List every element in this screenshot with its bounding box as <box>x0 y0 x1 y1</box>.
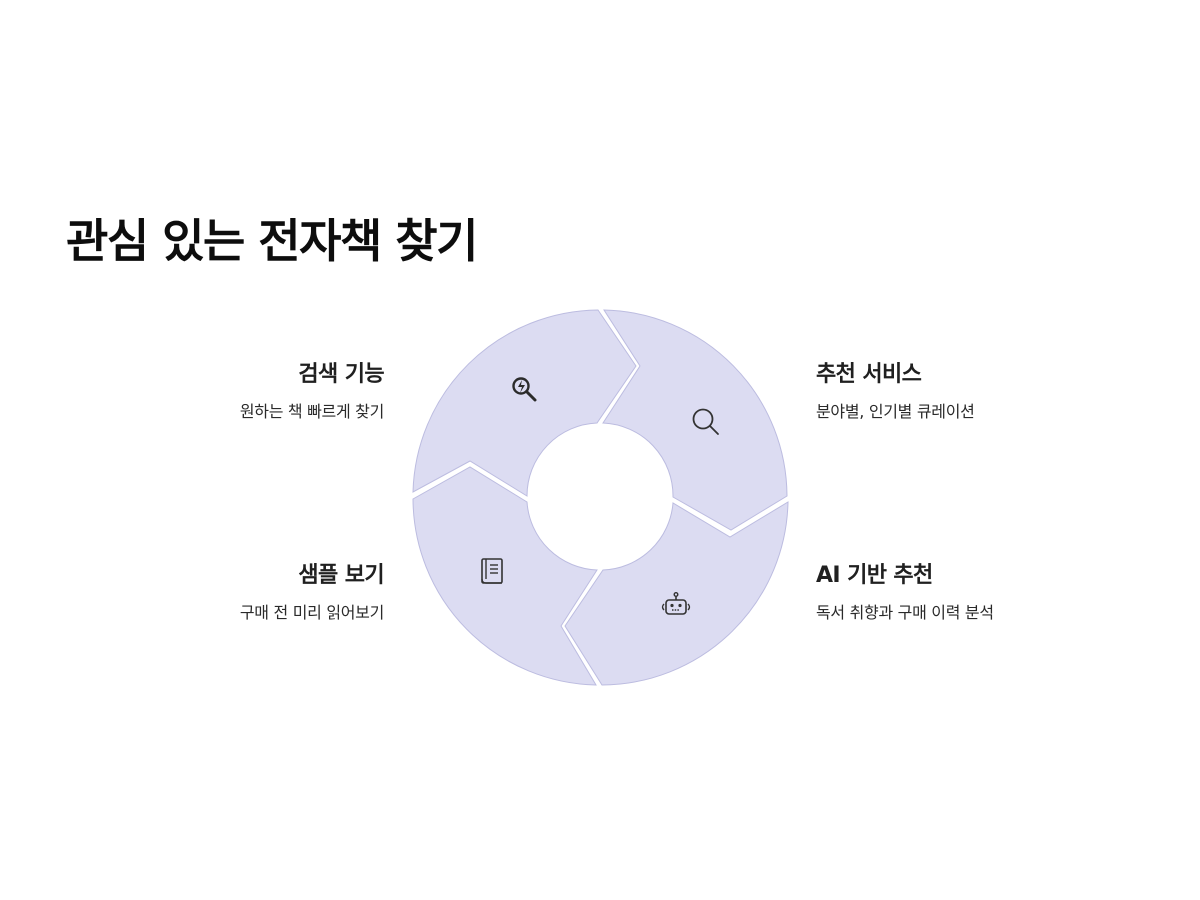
book-icon <box>481 558 503 584</box>
step-title: 추천 서비스 <box>816 362 922 387</box>
step-description: 분야별, 인기별 큐레이션 <box>816 402 975 422</box>
page-title: 관심 있는 전자책 찾기 <box>66 214 478 268</box>
step-title: 검색 기능 <box>298 362 384 387</box>
segment-recommend <box>602 309 788 531</box>
step-label-ai: AI 기반 추천 독서 취향과 구매 이력 분석 <box>816 563 1136 624</box>
step-description: 원하는 책 빠르게 찾기 <box>239 402 384 422</box>
step-description: 독서 취향과 구매 이력 분석 <box>816 603 994 623</box>
step-title: 샘플 보기 <box>298 563 384 588</box>
search-icon <box>692 408 719 435</box>
step-title: AI 기반 추천 <box>816 563 933 588</box>
segment-sample <box>412 466 598 686</box>
step-label-sample: 샘플 보기 구매 전 미리 읽어보기 <box>64 563 385 624</box>
segment-ai <box>564 501 789 686</box>
step-label-search: 검색 기능 원하는 책 빠르게 찾기 <box>64 362 385 423</box>
step-description: 구매 전 미리 읽어보기 <box>239 603 384 623</box>
robot-icon <box>661 591 691 615</box>
magnifier-bolt-icon <box>512 377 537 402</box>
step-label-recommend: 추천 서비스 분야별, 인기별 큐레이션 <box>816 362 1136 423</box>
segment-search <box>412 309 637 497</box>
